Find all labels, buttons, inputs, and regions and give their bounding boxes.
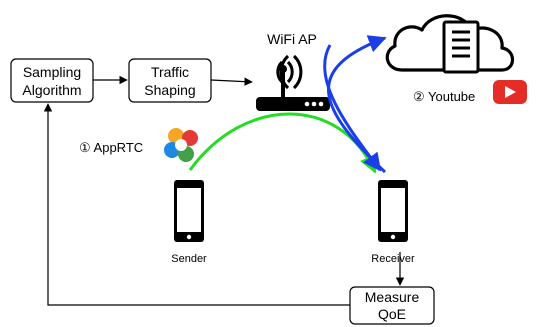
youtube-play-icon bbox=[493, 80, 527, 104]
sampling-label-line1: Sampling bbox=[23, 64, 81, 80]
sender-label: Sender bbox=[171, 253, 207, 265]
arrow-traffic-to-ap bbox=[210, 77, 253, 86]
cloud-server-icon bbox=[385, 14, 515, 74]
webrtc-logo-icon bbox=[164, 128, 198, 162]
traffic-label-line1: Traffic bbox=[151, 64, 189, 80]
arrow-measure-to-sampling bbox=[43, 103, 350, 306]
sampling-algorithm-box: Sampling Algorithm bbox=[10, 58, 94, 103]
receiver-label: Receiver bbox=[371, 253, 415, 265]
measure-label-line1: Measure bbox=[365, 289, 420, 305]
measure-qoe-box: Measure QoE bbox=[349, 286, 435, 325]
traffic-label-line2: Shaping bbox=[144, 82, 195, 98]
traffic-shaping-box: Traffic Shaping bbox=[128, 58, 212, 103]
measure-label-line2: QoE bbox=[378, 306, 406, 322]
router-icon bbox=[256, 54, 330, 111]
phone-icon bbox=[378, 180, 408, 242]
youtube-flow-arrow bbox=[327, 35, 387, 174]
youtube-flow-arrow-down bbox=[323, 44, 382, 172]
sampling-label-line2: Algorithm bbox=[22, 82, 81, 98]
apprtc-label: ① AppRTC bbox=[79, 140, 143, 155]
wifi-ap-label: WiFi AP bbox=[267, 31, 317, 47]
phone-icon bbox=[174, 180, 204, 242]
youtube-label: ② Youtube bbox=[413, 89, 475, 104]
